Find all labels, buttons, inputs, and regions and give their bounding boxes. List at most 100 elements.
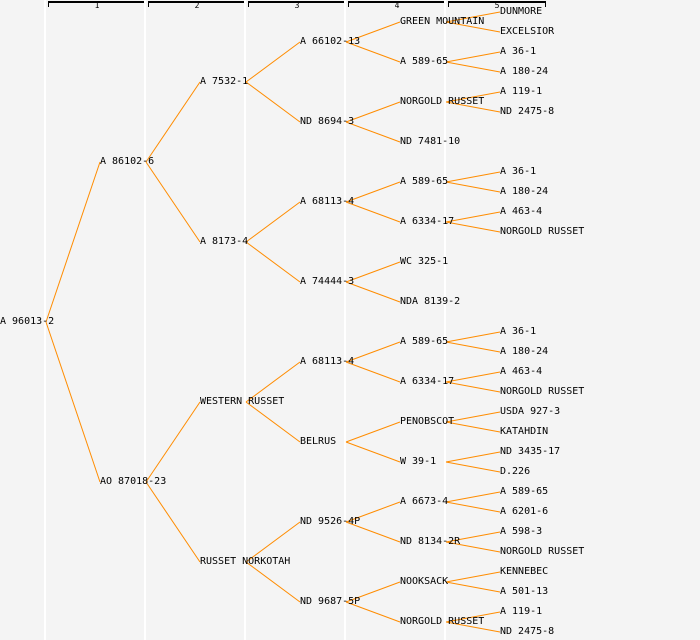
parent-link-line <box>445 421 501 433</box>
pedigree-node[interactable]: WC 325-1 <box>400 256 449 267</box>
pedigree-node[interactable]: NORGOLD RUSSET <box>500 546 585 557</box>
parent-link-line <box>345 201 401 223</box>
pedigree-node[interactable]: NORGOLD RUSSET <box>400 616 485 627</box>
pedigree-node[interactable]: W 39-1 <box>400 456 437 467</box>
pedigree-node[interactable]: A 8173-4 <box>200 236 249 247</box>
pedigree-node[interactable]: USDA 927-3 <box>500 406 561 417</box>
parent-link-line <box>345 441 401 463</box>
parent-link-line <box>445 171 501 183</box>
generation-label: 2 <box>194 1 200 10</box>
pedigree-node[interactable]: A 501-13 <box>500 586 549 597</box>
pedigree-node[interactable]: A 180-24 <box>500 66 549 77</box>
pedigree-node[interactable]: NORGOLD RUSSET <box>500 226 585 237</box>
generation-label: 3 <box>294 1 300 10</box>
parent-link-line <box>445 541 501 553</box>
pedigree-node[interactable]: A 6201-6 <box>500 506 549 517</box>
column-divider <box>444 0 446 640</box>
pedigree-node[interactable]: DUNMORE <box>500 6 543 17</box>
pedigree-node[interactable]: WESTERN RUSSET <box>200 396 285 407</box>
parent-link-line <box>445 181 501 193</box>
parent-link-line <box>345 101 401 123</box>
pedigree-node[interactable]: A 463-4 <box>500 366 543 377</box>
parent-link-line <box>445 451 501 463</box>
generation-label: 4 <box>394 1 400 10</box>
pedigree-node[interactable]: A 589-65 <box>500 486 549 497</box>
pedigree-node[interactable]: GREEN MOUNTAIN <box>400 16 485 27</box>
parent-link-line <box>445 501 501 513</box>
parent-link-line <box>445 11 501 23</box>
pedigree-node[interactable]: NORGOLD RUSSET <box>400 96 485 107</box>
pedigree-node[interactable]: EXCELSIOR <box>500 26 555 37</box>
pedigree-node[interactable]: PENOBSCOT <box>400 416 455 427</box>
parent-link-line <box>145 401 201 483</box>
pedigree-node[interactable]: NORGOLD RUSSET <box>500 386 585 397</box>
parent-link-line <box>245 201 301 243</box>
pedigree-node[interactable]: D.226 <box>500 466 531 477</box>
pedigree-node[interactable]: A 68113-4 <box>300 196 355 207</box>
column-divider <box>344 0 346 640</box>
pedigree-node[interactable]: RUSSET NORKOTAH <box>200 556 291 567</box>
pedigree-node[interactable]: NDA 8139-2 <box>400 296 461 307</box>
column-divider <box>44 0 46 640</box>
parent-link-line <box>445 51 501 63</box>
parent-link-line <box>445 531 501 543</box>
pedigree-node[interactable]: A 7532-1 <box>200 76 249 87</box>
pedigree-node[interactable]: A 74444-3 <box>300 276 355 287</box>
pedigree-node[interactable]: A 589-65 <box>400 56 449 67</box>
parent-link-line <box>345 601 401 623</box>
pedigree-node[interactable]: A 119-1 <box>500 86 543 97</box>
pedigree-node[interactable]: KATAHDIN <box>500 426 549 437</box>
parent-link-line <box>245 521 301 563</box>
parent-link-line <box>445 371 501 383</box>
pedigree-node[interactable]: A 180-24 <box>500 186 549 197</box>
pedigree-node[interactable]: A 589-65 <box>400 176 449 187</box>
pedigree-node[interactable]: A 598-3 <box>500 526 543 537</box>
parent-link-line <box>345 261 401 283</box>
parent-link-line <box>445 381 501 393</box>
pedigree-node[interactable]: A 6334-17 <box>400 216 455 227</box>
parent-link-line <box>445 461 501 473</box>
pedigree-node[interactable]: A 36-1 <box>500 46 537 57</box>
pedigree-root-node[interactable]: A 96013-2 <box>0 316 55 327</box>
parent-link-line <box>345 501 401 523</box>
pedigree-node[interactable]: A 36-1 <box>500 326 537 337</box>
pedigree-node[interactable]: ND 3435-17 <box>500 446 561 457</box>
parent-link-line <box>145 81 201 163</box>
pedigree-node[interactable]: KENNEBEC <box>500 566 549 577</box>
parent-link-line <box>345 341 401 363</box>
parent-link-line <box>145 161 201 243</box>
parent-link-line <box>45 321 101 483</box>
pedigree-node[interactable]: A 463-4 <box>500 206 543 217</box>
pedigree-node[interactable]: A 36-1 <box>500 166 537 177</box>
generation-bracket <box>448 1 546 7</box>
pedigree-node[interactable]: ND 9526-4P <box>300 516 361 527</box>
pedigree-node[interactable]: A 68113-4 <box>300 356 355 367</box>
pedigree-node[interactable]: ND 8134-2R <box>400 536 461 547</box>
parent-link-line <box>245 401 301 443</box>
pedigree-node[interactable]: A 66102-13 <box>300 36 361 47</box>
pedigree-node[interactable]: ND 2475-8 <box>500 106 555 117</box>
parent-link-line <box>245 81 301 123</box>
parent-link-line <box>445 411 501 423</box>
parent-link-line <box>245 41 301 83</box>
parent-link-line <box>445 61 501 73</box>
generation-label: 1 <box>94 1 100 10</box>
pedigree-node[interactable]: A 589-65 <box>400 336 449 347</box>
parent-link-line <box>445 211 501 223</box>
pedigree-node[interactable]: A 86102-6 <box>100 156 155 167</box>
pedigree-node[interactable]: AO 87018-23 <box>100 476 167 487</box>
pedigree-node[interactable]: A 180-24 <box>500 346 549 357</box>
column-divider <box>244 0 246 640</box>
pedigree-node[interactable]: A 6334-17 <box>400 376 455 387</box>
pedigree-node[interactable]: ND 8694-3 <box>300 116 355 127</box>
parent-link-line <box>445 491 501 503</box>
pedigree-node[interactable]: ND 7481-10 <box>400 136 461 147</box>
pedigree-node[interactable]: A 6673-4 <box>400 496 449 507</box>
pedigree-node[interactable]: ND 9687-5P <box>300 596 361 607</box>
pedigree-node[interactable]: ND 2475-8 <box>500 626 555 637</box>
parent-link-line <box>345 41 401 63</box>
pedigree-node[interactable]: NOOKSACK <box>400 576 449 587</box>
pedigree-node[interactable]: BELRUS <box>300 436 337 447</box>
pedigree-node[interactable]: A 119-1 <box>500 606 543 617</box>
column-divider <box>144 0 146 640</box>
